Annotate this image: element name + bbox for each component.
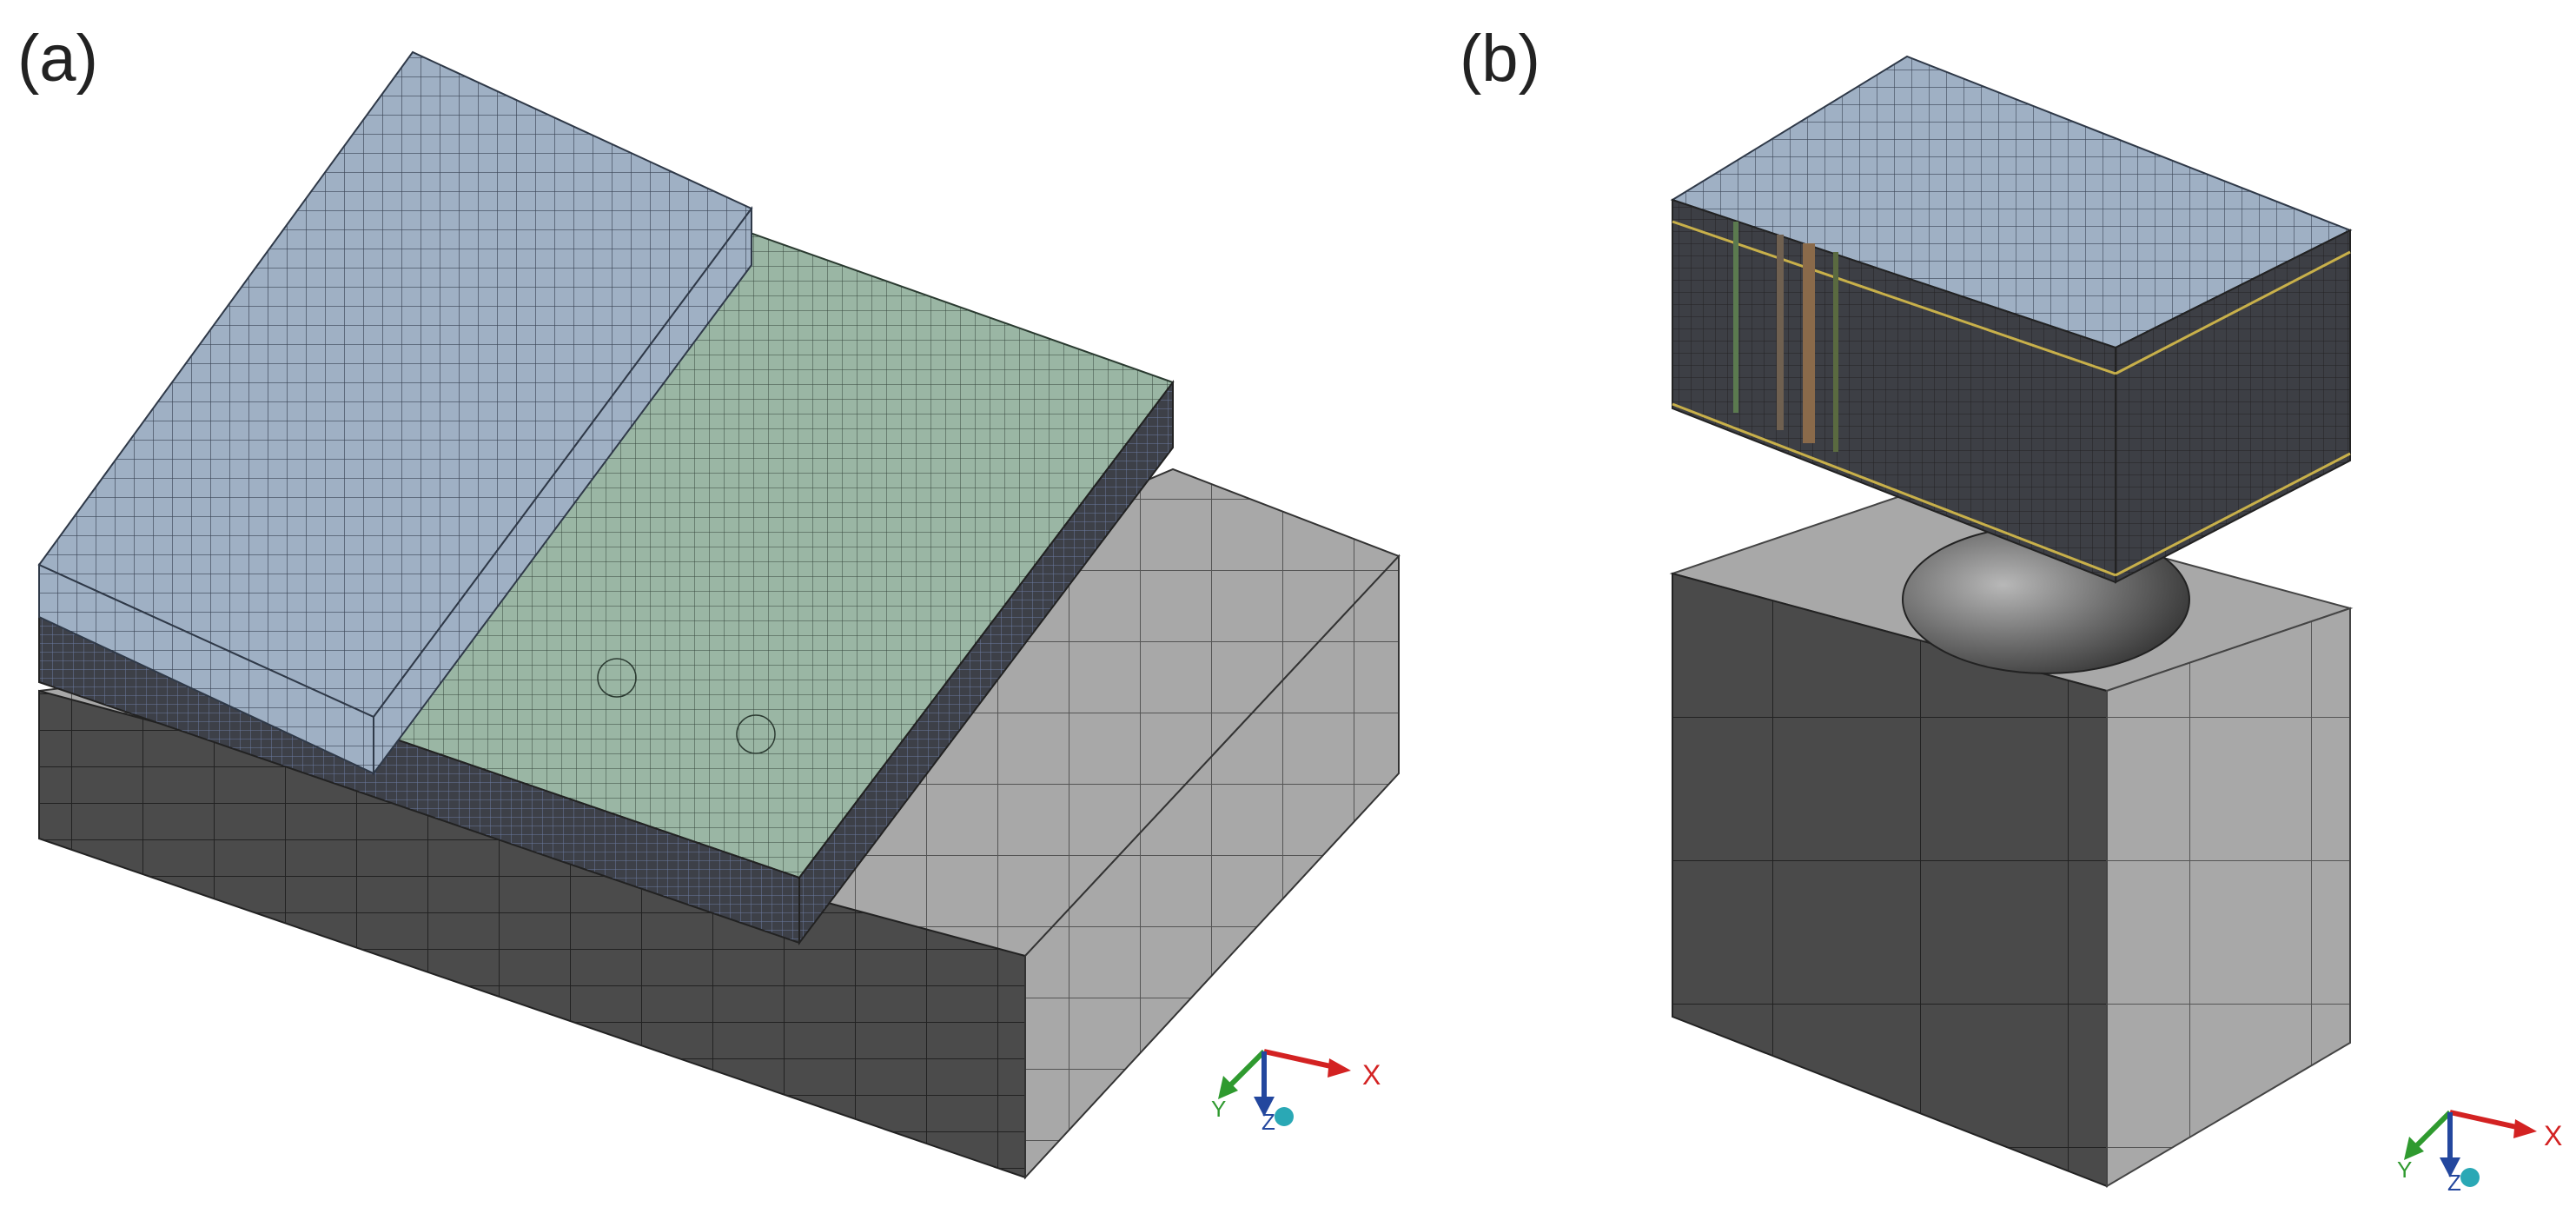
chip-right-face bbox=[2115, 229, 2351, 584]
green-plate-right-face bbox=[798, 380, 1174, 945]
axis-triad-a: X Y Z bbox=[1211, 1049, 1381, 1135]
panel-label-b: (b) bbox=[1460, 22, 1540, 96]
axis-x-label-a: X bbox=[1362, 1059, 1381, 1091]
panel-b-model bbox=[1669, 55, 2354, 1188]
axis-y-label-a: Y bbox=[1211, 1096, 1226, 1122]
cube-right-face bbox=[2106, 607, 2351, 1188]
mesh-refinement-2 bbox=[736, 714, 776, 754]
axis-z-label-a: Z bbox=[1262, 1109, 1275, 1135]
blue-block-right-face bbox=[373, 205, 752, 777]
axis-y-label-b: Y bbox=[2397, 1157, 2412, 1183]
axis-x-label-b: X bbox=[2544, 1120, 2562, 1151]
axis-triad-b: X Y Z bbox=[2397, 1110, 2562, 1196]
mesh-refinement-1 bbox=[597, 658, 637, 698]
axis-z-label-b: Z bbox=[2447, 1170, 2461, 1196]
panel-label-a: (a) bbox=[17, 22, 98, 96]
panel-a-model bbox=[37, 50, 1401, 1180]
substrate-right-face bbox=[1024, 554, 1400, 1180]
